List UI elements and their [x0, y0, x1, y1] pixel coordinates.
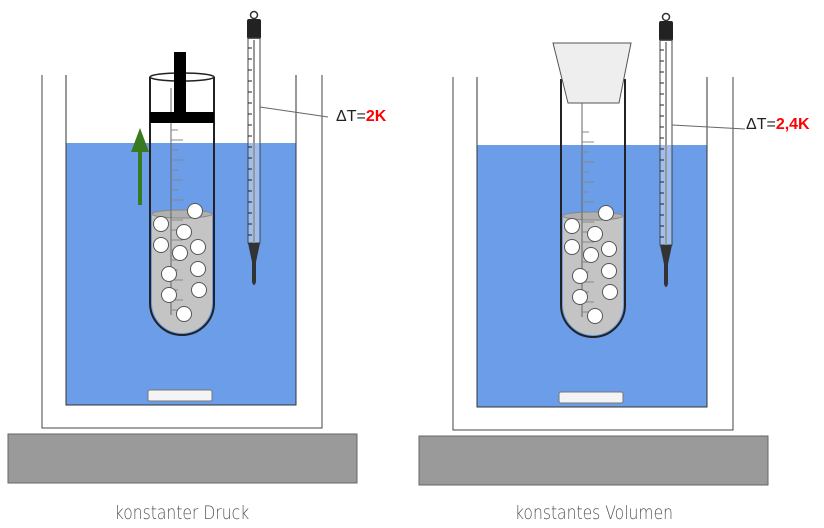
- marble: [564, 239, 580, 255]
- test-tube: [560, 79, 626, 338]
- marble: [190, 239, 206, 255]
- thermometer-bulb: [660, 245, 672, 287]
- delta-t-label-volume: ΔT=2,4K: [746, 116, 810, 134]
- marble: [153, 216, 169, 232]
- piston: [150, 112, 214, 123]
- delta-t-value: 2,4K: [775, 116, 810, 133]
- base-plate: [7, 433, 358, 484]
- marble: [161, 266, 177, 282]
- panel-piston: [7, 10, 358, 484]
- marble: [572, 268, 588, 284]
- piston-rod: [174, 52, 186, 114]
- delta-t-label-pressure: ΔT=2K: [336, 108, 386, 126]
- marble: [598, 205, 614, 221]
- arrow-head-icon: [131, 128, 149, 152]
- marble: [583, 247, 599, 263]
- test-tube: [149, 77, 215, 336]
- stopper: [552, 42, 632, 104]
- caption-constant-pressure: konstanter Druck: [114, 502, 250, 524]
- caption-constant-volume: konstantes Volumen: [514, 502, 674, 524]
- marble: [190, 261, 206, 277]
- stir-bar: [147, 389, 213, 402]
- thermometer-cap: [659, 21, 673, 41]
- delta-t-prefix: ΔT=: [336, 108, 366, 125]
- outer-vessel: [41, 75, 323, 429]
- base-plate: [418, 435, 769, 486]
- thermometer-ring: [661, 12, 671, 22]
- outer-vessel: [452, 77, 734, 431]
- thermometer-cap: [247, 19, 261, 39]
- marble: [564, 218, 580, 234]
- marble: [587, 308, 603, 324]
- delta-t-value: 2K: [365, 108, 387, 125]
- stir-bar: [558, 391, 624, 404]
- delta-t-prefix: ΔT=: [746, 116, 776, 133]
- leader-line: [259, 106, 329, 118]
- marble: [153, 237, 169, 253]
- marble: [601, 241, 617, 257]
- marble: [601, 263, 617, 279]
- leader-line: [671, 124, 746, 130]
- thermometer-bulb: [248, 243, 260, 285]
- thermometer-ring: [249, 10, 259, 20]
- marble: [587, 226, 603, 242]
- marble: [572, 289, 588, 305]
- marble: [176, 224, 192, 240]
- inner-vessel: [65, 75, 297, 406]
- marble: [191, 282, 207, 298]
- marble: [187, 203, 203, 219]
- marble: [161, 287, 177, 303]
- marble: [176, 306, 192, 322]
- inner-vessel: [476, 77, 708, 408]
- marble: [172, 245, 188, 261]
- panel-stopper: [418, 12, 769, 486]
- marble: [602, 284, 618, 300]
